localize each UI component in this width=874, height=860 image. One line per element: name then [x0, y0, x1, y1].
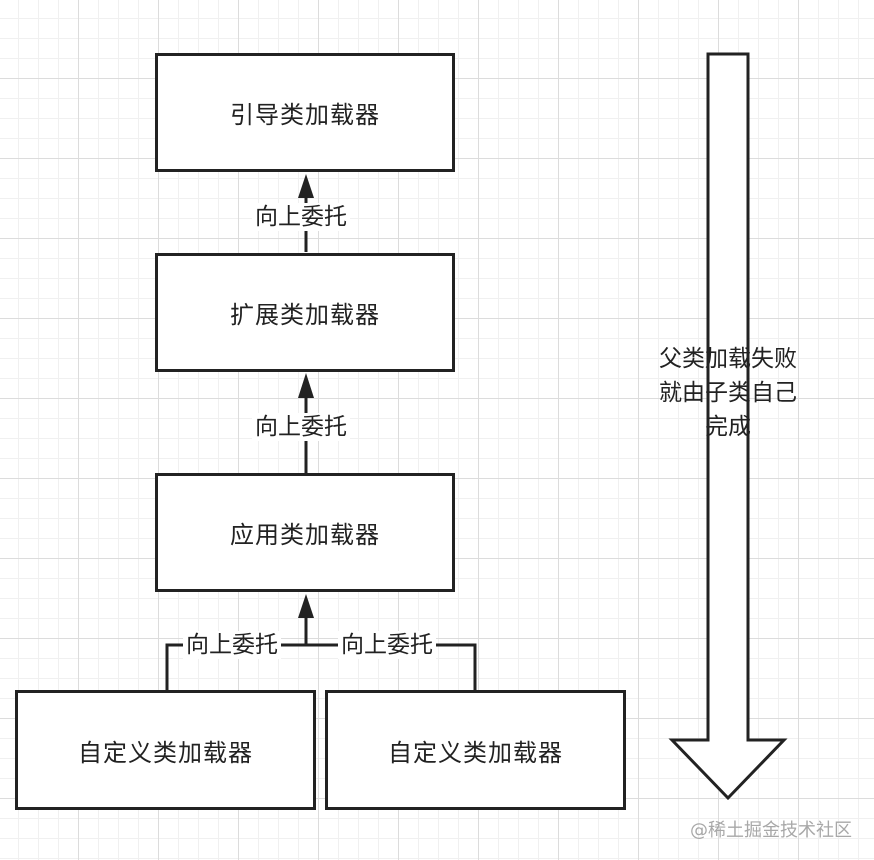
arrowhead-boot: [298, 174, 314, 198]
node-bootstrap-label: 引导类加载器: [230, 101, 380, 129]
arrowhead-ext: [298, 373, 314, 398]
edge-label-app-to-ext: 向上委托: [252, 413, 350, 441]
node-custom-classloader-right: 自定义类加载器: [325, 690, 626, 810]
edge-label-custom-left: 向上委托: [183, 631, 281, 659]
node-extension-label: 扩展类加载器: [230, 301, 380, 329]
edge-label-ext-to-boot: 向上委托: [252, 203, 350, 231]
arrowhead-app: [298, 594, 314, 618]
node-custom-right-label: 自定义类加载器: [388, 738, 563, 767]
watermark: @稀土掘金技术社区: [690, 820, 852, 841]
fallback-note: 父类加载失败 就由子类自己 完成: [659, 346, 797, 440]
node-extension-classloader: 扩展类加载器: [155, 253, 455, 372]
node-custom-classloader-left: 自定义类加载器: [15, 690, 316, 810]
node-application-classloader: 应用类加载器: [155, 473, 455, 592]
node-custom-left-label: 自定义类加载器: [78, 738, 253, 767]
node-bootstrap-classloader: 引导类加载器: [155, 53, 455, 172]
fallback-down-arrow: [668, 52, 788, 801]
edge-label-custom-right: 向上委托: [338, 631, 436, 659]
node-application-label: 应用类加载器: [230, 521, 380, 549]
